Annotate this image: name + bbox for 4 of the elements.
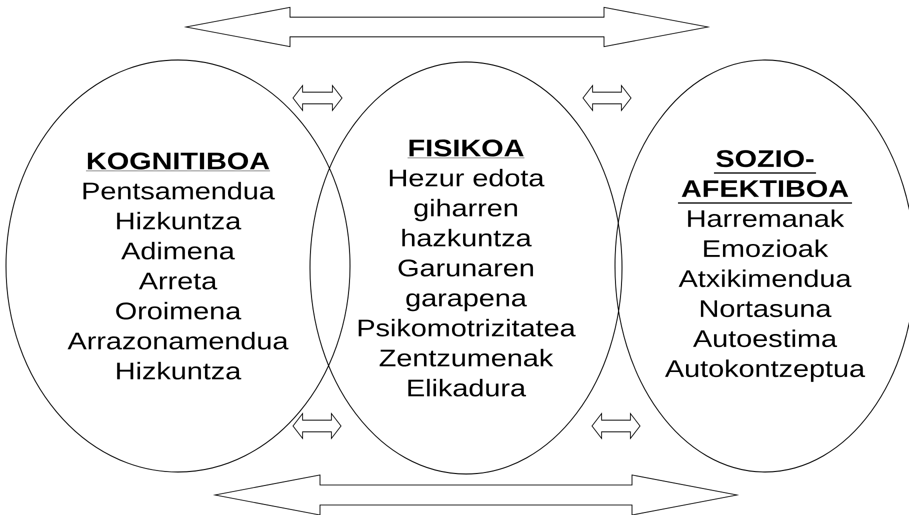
double-arrow (592, 412, 641, 440)
double-arrow (582, 84, 632, 112)
double-arrow (292, 412, 342, 440)
double-arrow (292, 84, 342, 112)
